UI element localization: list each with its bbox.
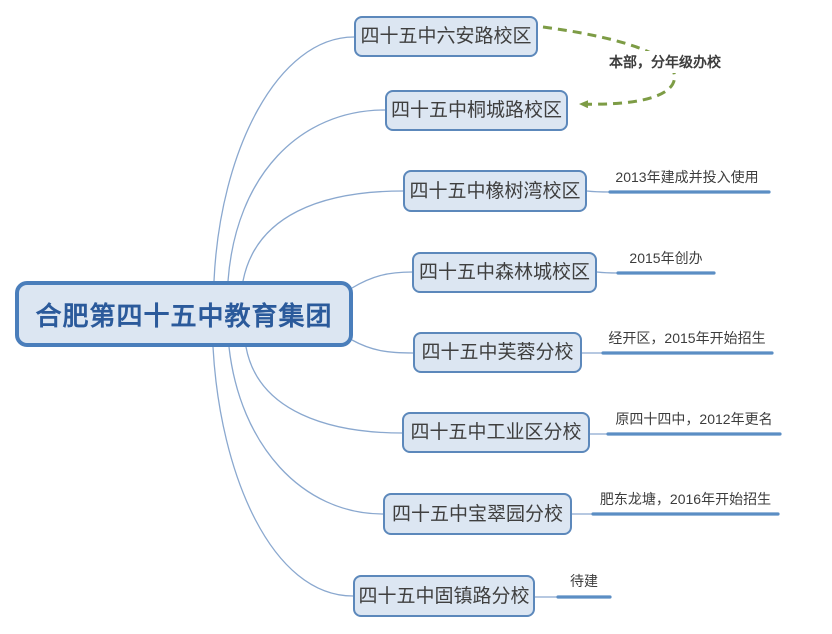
- note-xiangshuwan: 2013年建成并投入使用: [605, 169, 769, 186]
- note-text: 2013年建成并投入使用: [615, 169, 759, 185]
- root-node-label: 合肥第四十五中教育集团: [35, 300, 333, 331]
- topic-label: 四十五中宝翠园分校: [391, 503, 563, 525]
- topic-label: 四十五中固镇路分校: [358, 585, 530, 607]
- relationship-label-text: 本部，分年级办校: [609, 54, 721, 70]
- note-stub-branch3: [586, 190, 611, 193]
- topic-node-xiangshuwan[interactable]: 四十五中橡树湾校区: [403, 170, 587, 212]
- note-furong: 经开区，2015年开始招生: [597, 330, 777, 347]
- note-text: 肥东龙塘，2016年开始招生: [599, 491, 772, 507]
- topic-label: 四十五中橡树湾校区: [409, 180, 581, 202]
- topic-label: 四十五中桐城路校区: [390, 100, 562, 121]
- topic-label: 四十五中六安路校区: [360, 26, 532, 47]
- relationship-label: 本部，分年级办校: [601, 51, 729, 73]
- note-gongyequ: 原四十四中，2012年更名: [602, 411, 786, 428]
- note-stub-branch4: [596, 271, 619, 274]
- topic-label: 四十五中芙蓉分校: [421, 342, 574, 363]
- root-node[interactable]: 合肥第四十五中教育集团: [15, 281, 353, 347]
- note-text: 原四十四中，2012年更名: [615, 411, 773, 427]
- connector-curve-branch6: [245, 346, 403, 434]
- connector-curve-branch5: [351, 339, 414, 354]
- topic-label: 四十五中工业区分校: [410, 422, 582, 443]
- note-text: 待建: [570, 573, 598, 589]
- connector-curve-branch2: [227, 109, 386, 282]
- note-text: 经开区，2015年开始招生: [608, 330, 766, 346]
- note-baocuiyuan: 肥东龙塘，2016年开始招生: [587, 491, 784, 508]
- topic-node-baocuiyuan[interactable]: 四十五中宝翠园分校: [383, 493, 572, 535]
- topic-node-senlincheng[interactable]: 四十五中森林城校区: [412, 252, 597, 293]
- note-senlincheng: 2015年创办: [611, 250, 721, 267]
- topic-label: 四十五中森林城校区: [418, 262, 590, 283]
- topic-node-guzhenlu[interactable]: 四十五中固镇路分校: [353, 575, 535, 617]
- connector-curve-branch4: [351, 271, 413, 289]
- topic-node-luanlu[interactable]: 四十五中六安路校区: [354, 16, 538, 57]
- topic-node-furong[interactable]: 四十五中芙蓉分校: [413, 332, 582, 373]
- connector-curve-branch7: [228, 346, 384, 515]
- note-text: 2015年创办: [629, 250, 703, 266]
- note-guzhenlu: 待建: [549, 573, 619, 590]
- topic-node-gongyequ[interactable]: 四十五中工业区分校: [402, 412, 590, 453]
- connector-curve-branch8: [212, 346, 354, 597]
- connector-curve-branch1: [213, 36, 355, 282]
- connector-curve-branch3: [242, 190, 404, 282]
- topic-node-tongchenglu[interactable]: 四十五中桐城路校区: [385, 90, 568, 131]
